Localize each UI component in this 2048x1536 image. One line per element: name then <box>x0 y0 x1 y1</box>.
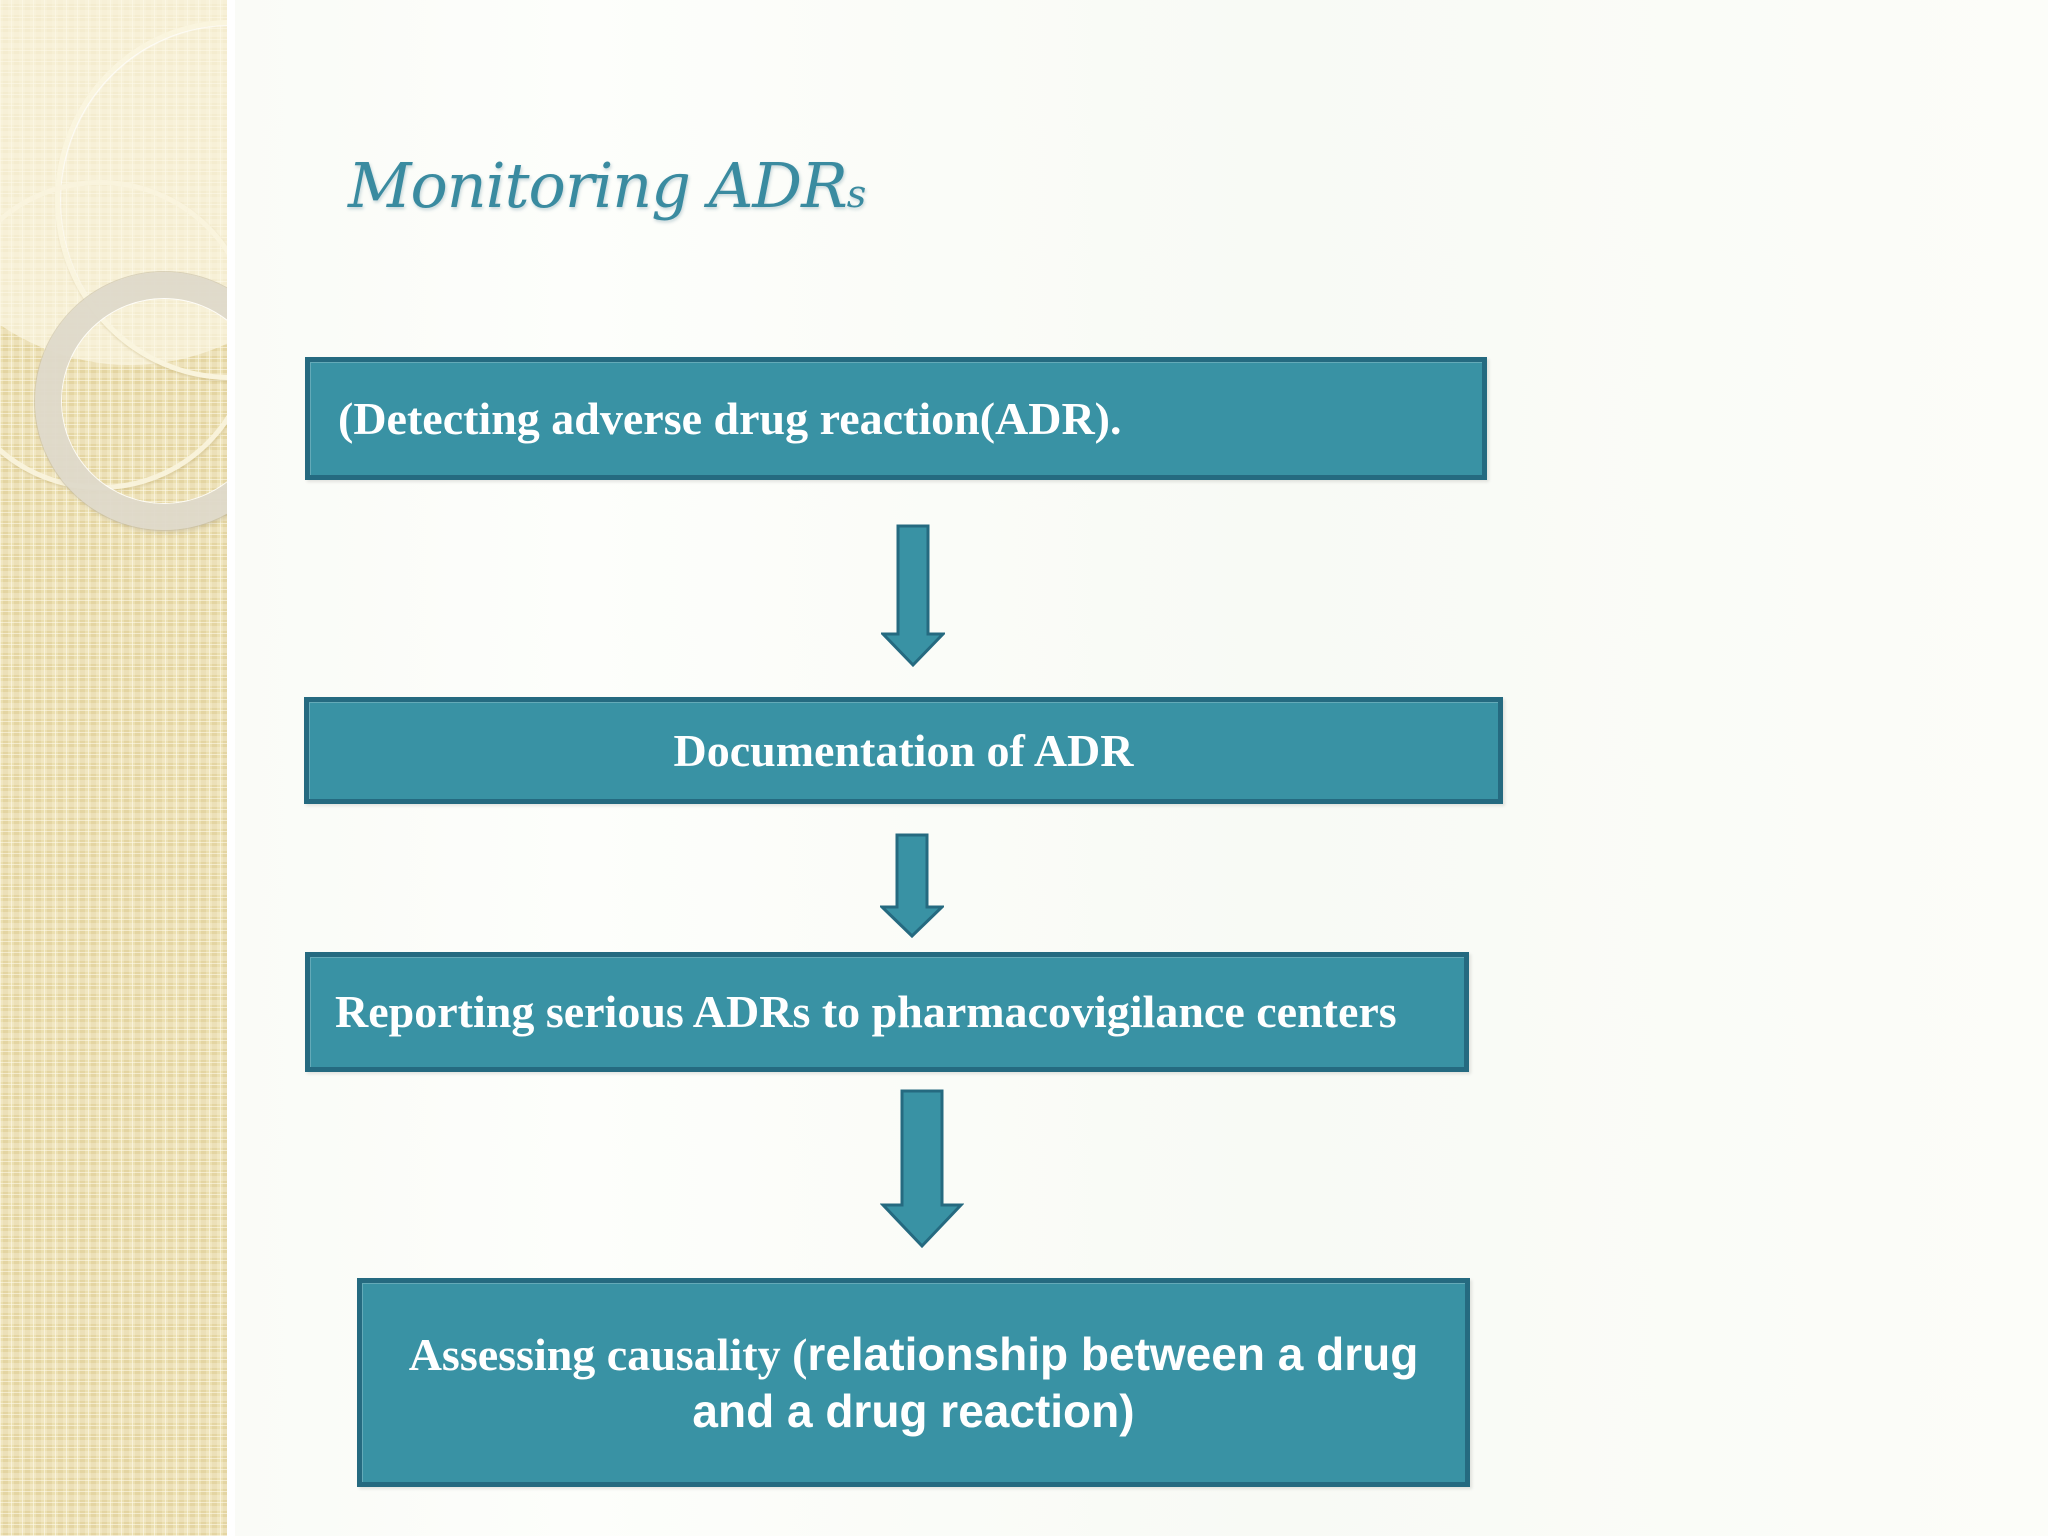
page-title: Monitoring ADRs <box>348 149 866 222</box>
flow-step-label: (Detecting adverse drug reaction(ADR). <box>338 393 1122 444</box>
title-suffix: s <box>846 172 866 216</box>
flow-step-reporting: Reporting serious ADRs to pharmacovigila… <box>305 952 1469 1072</box>
flow-step-detecting-adr: (Detecting adverse drug reaction(ADR). <box>305 357 1487 480</box>
flow-step-documentation: Documentation of ADR <box>304 697 1503 804</box>
decorative-sidebar <box>0 0 235 1536</box>
title-text: Monitoring ADR <box>348 149 848 222</box>
flow-step-label: Reporting serious ADRs to pharmacovigila… <box>335 986 1397 1037</box>
flow-step-assessing-causality: Assessing causality (relationship betwee… <box>357 1278 1470 1487</box>
flow-step-label: Documentation of ADR <box>673 725 1134 776</box>
down-arrow-icon <box>880 1089 964 1249</box>
down-arrow-icon <box>881 524 945 668</box>
down-arrow-icon <box>880 833 944 939</box>
flow-step-label-serif-part: Assessing causality ( <box>408 1328 808 1380</box>
flow-step-label-sans-part: relationship between a drug and a drug r… <box>692 1327 1419 1437</box>
flow-step-label: Assessing causality (relationship betwee… <box>392 1326 1435 1440</box>
